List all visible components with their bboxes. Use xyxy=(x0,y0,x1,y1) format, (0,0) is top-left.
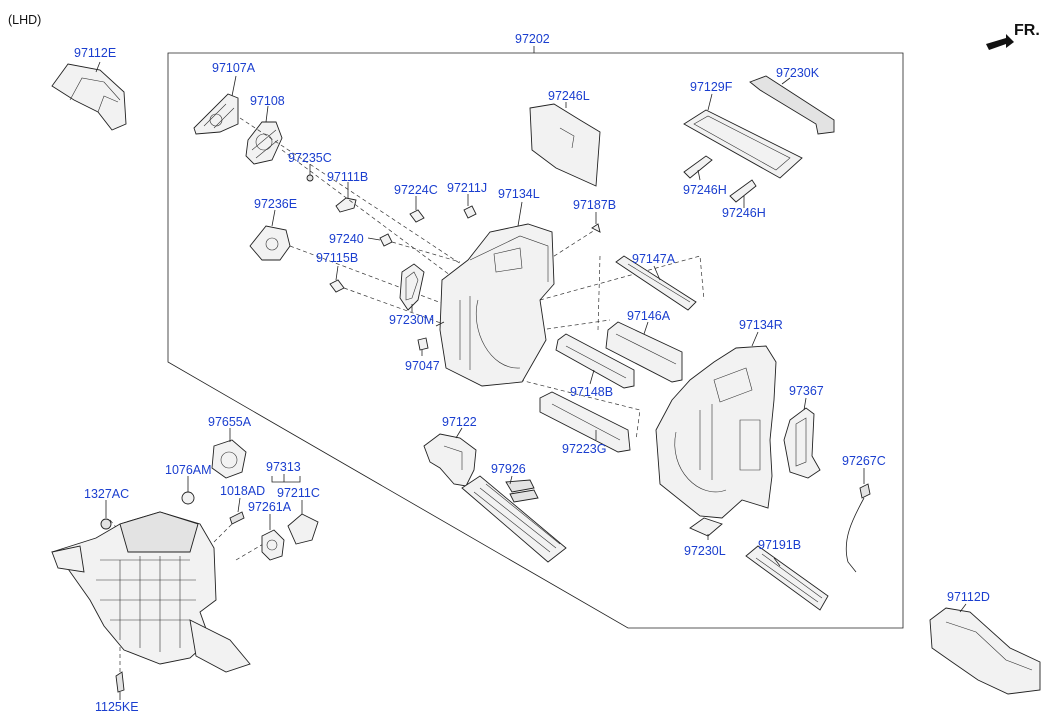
clip-97187b-part xyxy=(591,223,601,233)
front-direction-label: FR. xyxy=(1014,22,1040,39)
pad-97246h-b-part xyxy=(729,179,757,203)
callout-97230l[interactable]: 97230L xyxy=(684,544,726,558)
actuator-97236e-part xyxy=(249,225,291,261)
case-97134r-part xyxy=(655,345,777,519)
filter-97191b-part xyxy=(745,545,829,611)
callout-97246l[interactable]: 97246L xyxy=(548,89,590,103)
callout-97240[interactable]: 97240 xyxy=(329,232,364,246)
clip-97240-part xyxy=(379,233,393,247)
door-97223g-part xyxy=(539,391,631,453)
callout-97202[interactable]: 97202 xyxy=(515,32,550,46)
variant-label: (LHD) xyxy=(8,13,42,27)
sensor-97267c-part xyxy=(845,483,871,573)
bolt-1018ad-part xyxy=(229,511,245,525)
callout-97230m[interactable]: 97230M xyxy=(389,313,435,327)
front-arrow-icon xyxy=(986,34,1014,50)
callout-97111b[interactable]: 97111B xyxy=(327,170,369,184)
clip-97047-part xyxy=(417,337,429,351)
callout-1125ke[interactable]: 1125KE xyxy=(95,700,139,714)
actuator-97108-part xyxy=(245,121,283,165)
door-97148b-part xyxy=(555,333,635,389)
nut-1327ac-part xyxy=(100,518,112,530)
callout-97108[interactable]: 97108 xyxy=(250,94,285,108)
callout-97230k[interactable]: 97230K xyxy=(776,66,820,80)
clip-97115b-part xyxy=(329,279,345,293)
bolt-1125ke-part xyxy=(115,671,125,693)
callout-1018ad[interactable]: 1018AD xyxy=(220,484,266,498)
gasket-97230l-part xyxy=(689,517,723,537)
seal-97367-part xyxy=(783,407,821,479)
callout-97313[interactable]: 97313 xyxy=(266,460,301,474)
case-97134l-part xyxy=(439,223,555,387)
callout-97112d[interactable]: 97112D xyxy=(947,590,990,604)
callout-97235c[interactable]: 97235C xyxy=(288,151,332,165)
hvac-unit-assembly-part xyxy=(51,511,251,673)
callout-97134l[interactable]: 97134L xyxy=(498,187,540,201)
actuator-97107a-part xyxy=(193,93,239,135)
callout-97926[interactable]: 97926 xyxy=(491,462,526,476)
seal-97129f-part xyxy=(683,109,803,179)
callout-1327ac[interactable]: 1327AC xyxy=(84,487,130,501)
callout-97187b[interactable]: 97187B xyxy=(573,198,617,212)
ring-1076am-part xyxy=(181,491,195,505)
callout-97224c[interactable]: 97224C xyxy=(394,183,438,197)
callout-97134r[interactable]: 97134R xyxy=(739,318,783,332)
callout-97112e[interactable]: 97112E xyxy=(74,46,117,60)
clip-97211j-part xyxy=(463,205,477,219)
callout-97236e[interactable]: 97236E xyxy=(254,197,298,211)
callout-97191b[interactable]: 97191B xyxy=(758,538,802,552)
callout-97211j[interactable]: 97211J xyxy=(447,181,488,195)
heater-core-97926-part xyxy=(461,475,567,563)
callout-97261a[interactable]: 97261A xyxy=(248,500,292,514)
callout-97246h-b[interactable]: 97246H xyxy=(722,206,766,220)
link-97111b-part xyxy=(335,197,357,213)
callout-97211c[interactable]: 97211C xyxy=(277,486,320,500)
plate-97211c-part xyxy=(287,513,319,545)
callout-97223g[interactable]: 97223G xyxy=(562,442,607,456)
callout-97147a[interactable]: 97147A xyxy=(632,252,676,266)
actuator-97261a-part xyxy=(261,529,285,561)
callout-97267c[interactable]: 97267C xyxy=(842,454,886,468)
gasket-97230m-part xyxy=(399,263,425,311)
callout-97148b[interactable]: 97148B xyxy=(570,385,614,399)
callout-97146a[interactable]: 97146A xyxy=(627,309,671,323)
duct-97122-part xyxy=(423,433,477,487)
door-97146a-part xyxy=(605,321,683,383)
callout-97129f[interactable]: 97129F xyxy=(690,80,733,94)
assembly-frame xyxy=(167,52,904,629)
callout-97367[interactable]: 97367 xyxy=(789,384,824,398)
seal-97230k-part xyxy=(749,75,835,135)
duct-97112e-part xyxy=(51,63,127,131)
grommet-97655a-part xyxy=(211,439,247,479)
callout-97246h-a[interactable]: 97246H xyxy=(683,183,727,197)
pad-97246h-a-part xyxy=(683,155,713,179)
duct-97112d-part xyxy=(929,607,1041,695)
pad-97246l-part xyxy=(529,103,601,187)
callout-97115b[interactable]: 97115B xyxy=(316,251,359,265)
screw-97235c-part xyxy=(306,174,314,182)
callout-97047[interactable]: 97047 xyxy=(405,359,440,373)
callout-1076am[interactable]: 1076AM xyxy=(165,463,212,477)
callout-97122[interactable]: 97122 xyxy=(442,415,477,429)
clip-97224c-part xyxy=(409,209,425,223)
callout-97655a[interactable]: 97655A xyxy=(208,415,252,429)
door-97147a-part xyxy=(615,255,697,311)
callout-97107a[interactable]: 97107A xyxy=(212,61,256,75)
